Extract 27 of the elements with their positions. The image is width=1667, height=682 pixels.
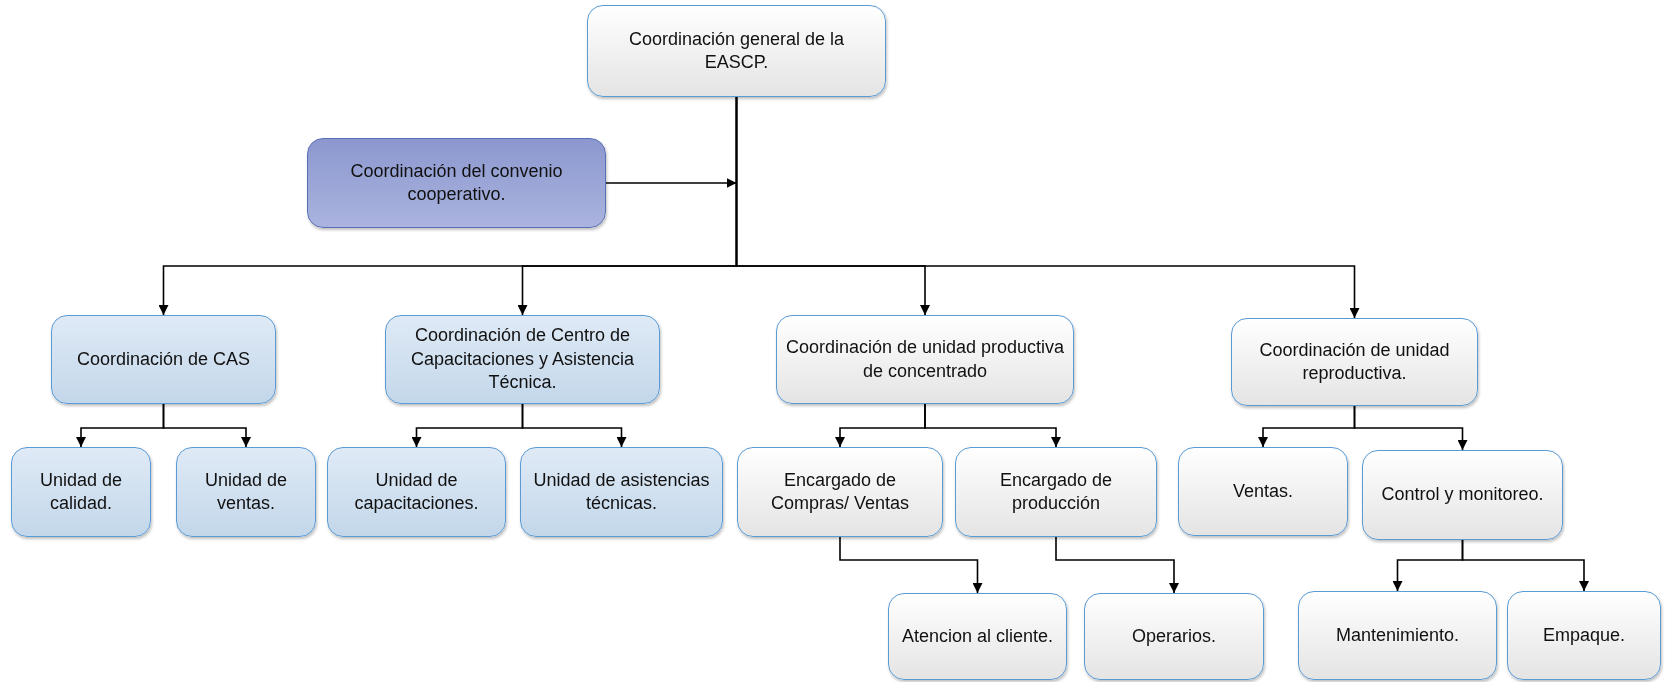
connector-arrow: [924, 403, 1061, 448]
org-box: Unidad de ventas.: [176, 447, 316, 537]
org-box: Coordinación del convenio cooperativo.: [307, 138, 606, 228]
org-box: Coordinación general de la EASCP.: [587, 5, 886, 97]
org-box: Coordinación de unidad productiva de concentrado: [776, 315, 1074, 404]
org-box: Unidad de asistencias técnicas.: [520, 447, 723, 537]
org-box: Ventas.: [1178, 447, 1348, 536]
connector-arrow: [162, 403, 251, 448]
connector-arrow: [839, 536, 983, 594]
org-box: Control y monitoreo.: [1362, 450, 1563, 540]
org-box: Encargado de producción: [955, 447, 1157, 537]
connector-arrow: [605, 178, 738, 188]
org-box: Coordinación de CAS: [51, 315, 276, 404]
connector-arrow: [735, 96, 1360, 319]
org-box: Unidad de capacitaciones.: [327, 447, 506, 537]
connector-arrow: [1055, 536, 1179, 594]
org-box: Empaque.: [1507, 591, 1661, 680]
org-box: Operarios.: [1084, 593, 1264, 680]
connector-arrow: [1353, 405, 1468, 451]
org-box: Unidad de calidad.: [11, 447, 151, 537]
org-box: Atencion al cliente.: [888, 593, 1067, 680]
org-box: Mantenimiento.: [1298, 591, 1497, 680]
org-box: Coordinación de unidad reproductiva.: [1231, 318, 1478, 406]
connector-arrow: [521, 403, 627, 448]
org-box: Encargado de Compras/ Ventas: [737, 447, 943, 537]
org-box: Coordinación de Centro de Capacitaciones y Asistencia Técnica.: [385, 315, 660, 404]
connector-arrow: [1461, 539, 1589, 592]
